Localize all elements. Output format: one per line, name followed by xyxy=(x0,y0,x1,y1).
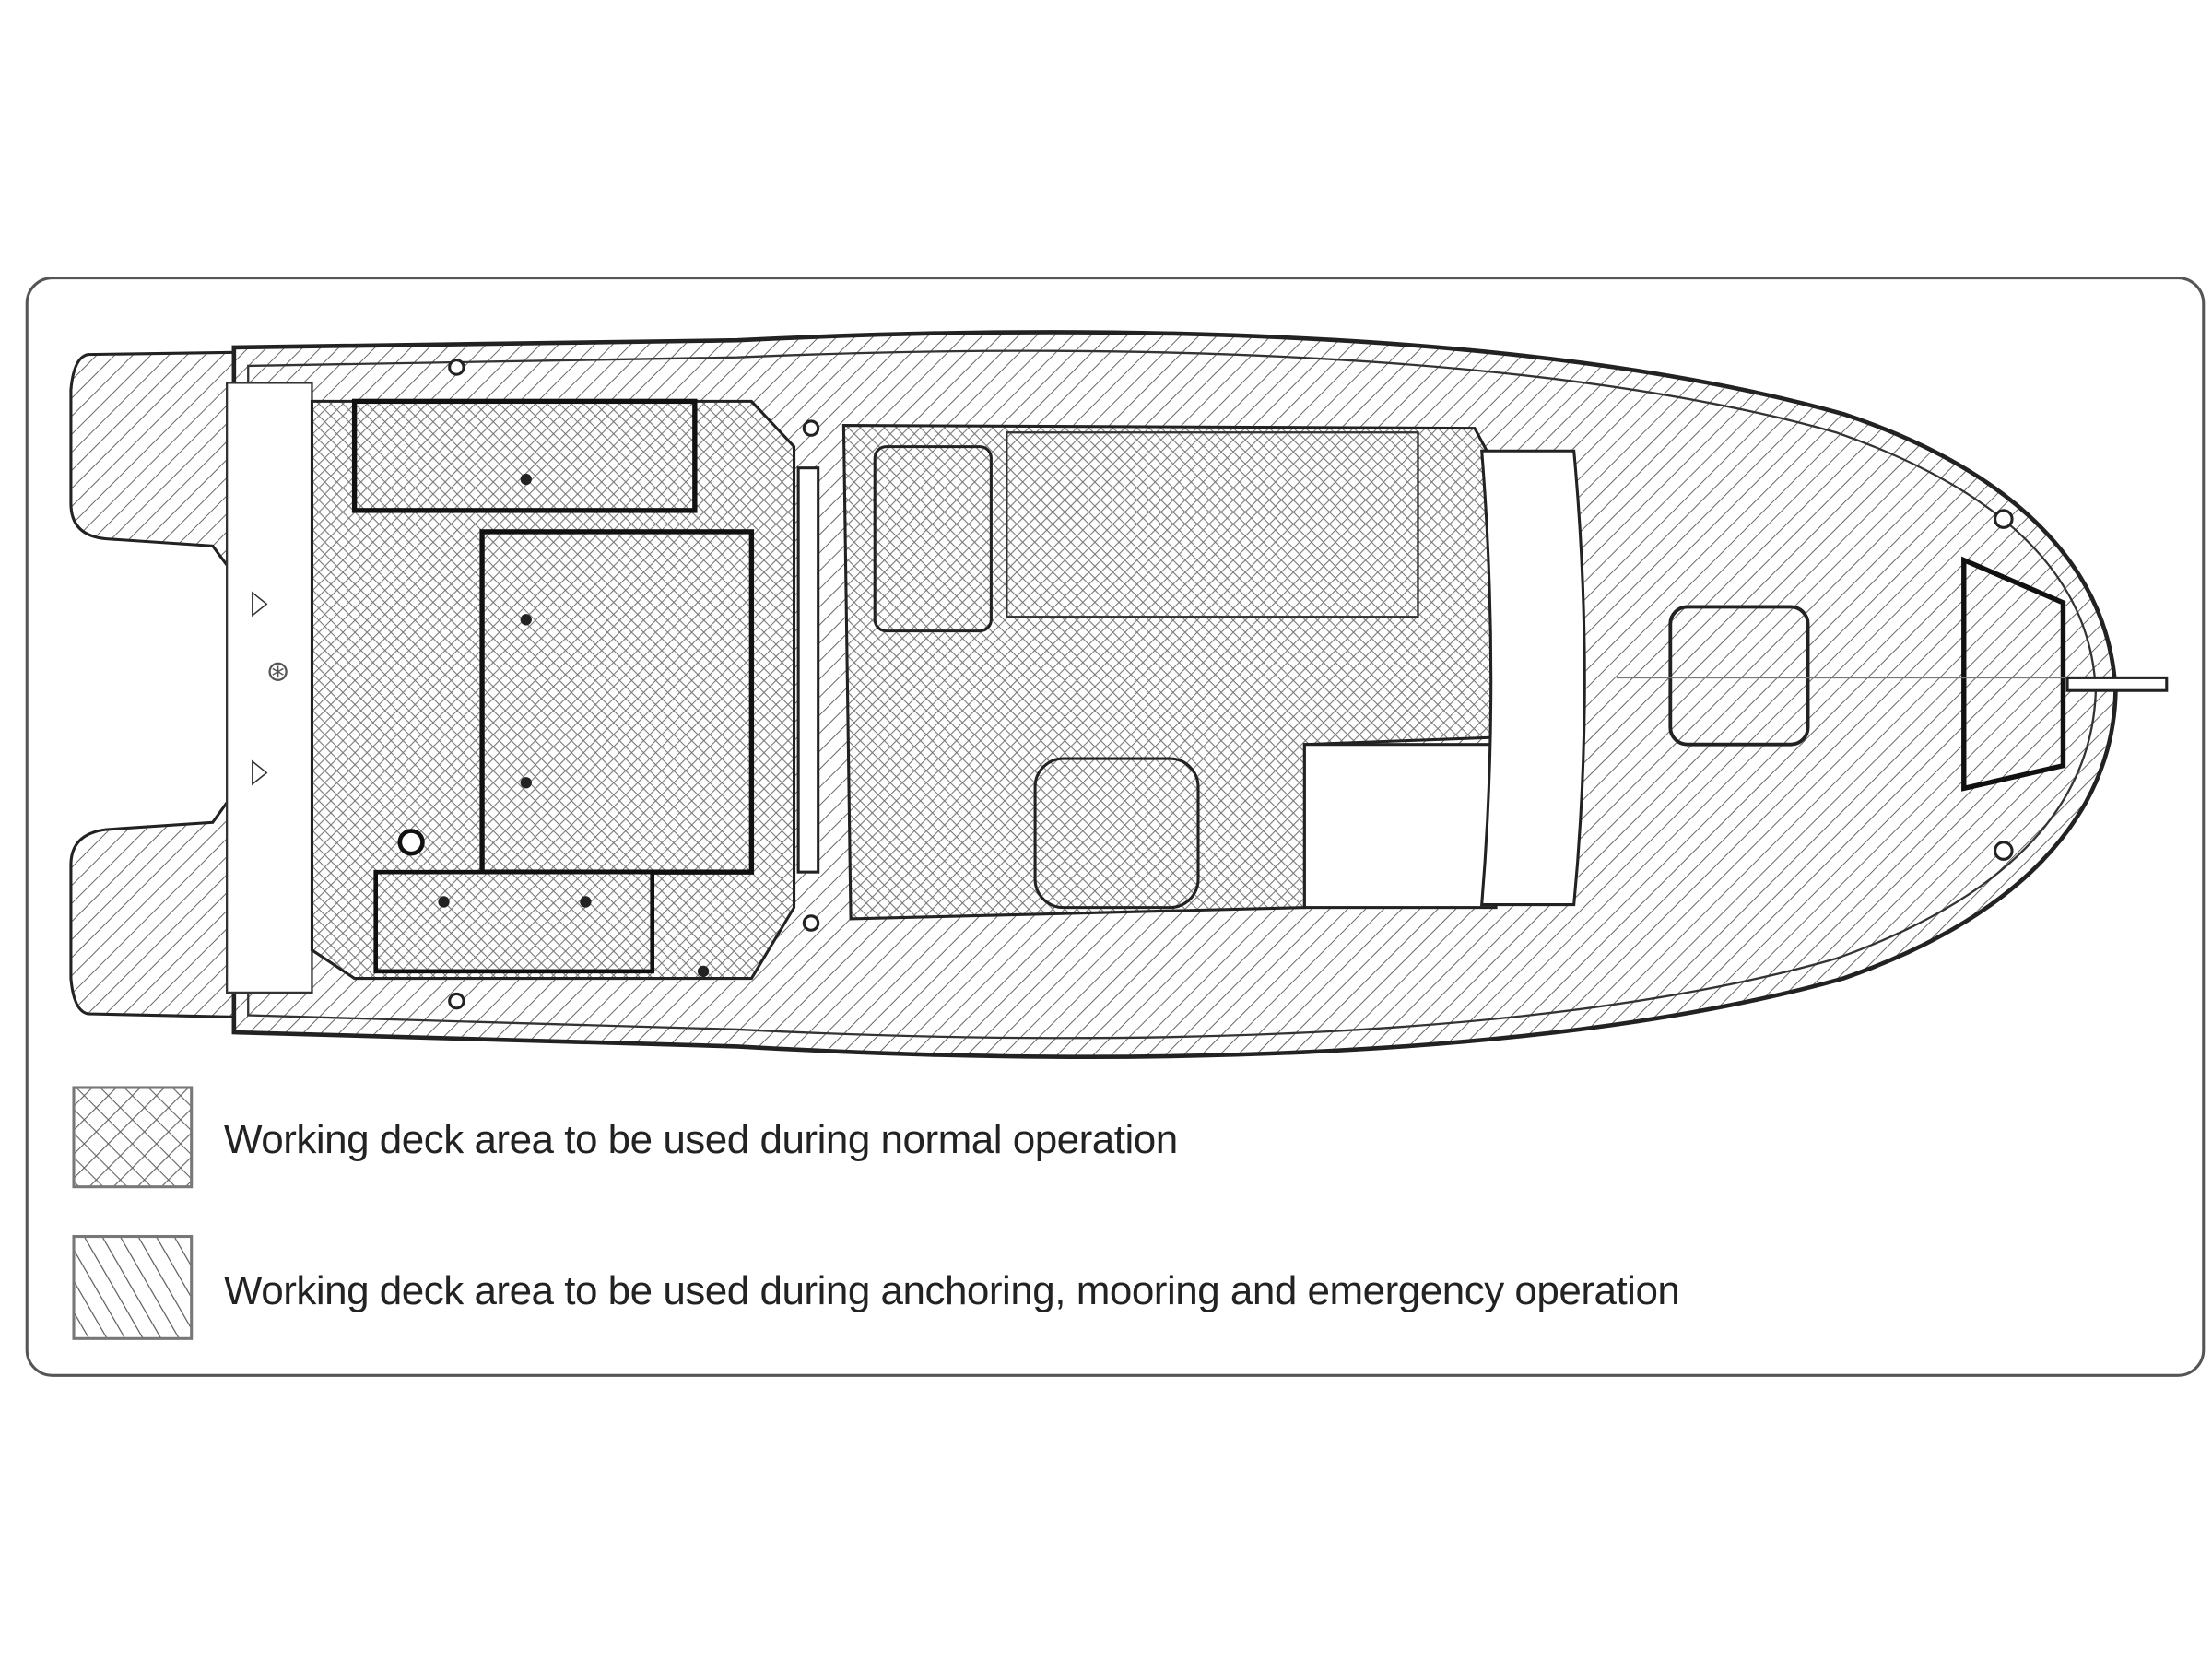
legend-label-emergency-operation: Working deck area to be used during anch… xyxy=(224,1268,1680,1313)
anchor-locker xyxy=(1961,556,2066,792)
engine-logo: ⊛ xyxy=(266,654,290,687)
legend-swatch-crosshatch xyxy=(72,1086,194,1189)
hull-inner-line xyxy=(247,349,2098,1040)
cockpit-door-rail xyxy=(796,466,820,874)
lounge-seat xyxy=(1006,431,1419,618)
legend-label-normal-operation: Working deck area to be used during norm… xyxy=(224,1117,1178,1162)
transom xyxy=(226,382,313,994)
legend-swatch-diagonal-hatch xyxy=(72,1235,194,1340)
arrow-mark-starboard xyxy=(252,759,268,786)
bow-roller xyxy=(2065,676,2169,692)
cleats xyxy=(448,359,2014,1010)
drain-fitting xyxy=(397,829,425,856)
bow-hatch xyxy=(1668,605,1810,747)
aft-seat-locker xyxy=(351,398,698,513)
aft-bench-starboard xyxy=(373,869,654,974)
helm-seat-locker xyxy=(873,445,993,633)
windshield xyxy=(1480,449,1586,907)
arrow-mark-port xyxy=(252,591,268,618)
deck-fittings xyxy=(438,473,710,977)
cockpit-table-hatch xyxy=(479,529,755,875)
helm-console xyxy=(1302,743,1498,910)
helm-seat xyxy=(1033,757,1200,910)
